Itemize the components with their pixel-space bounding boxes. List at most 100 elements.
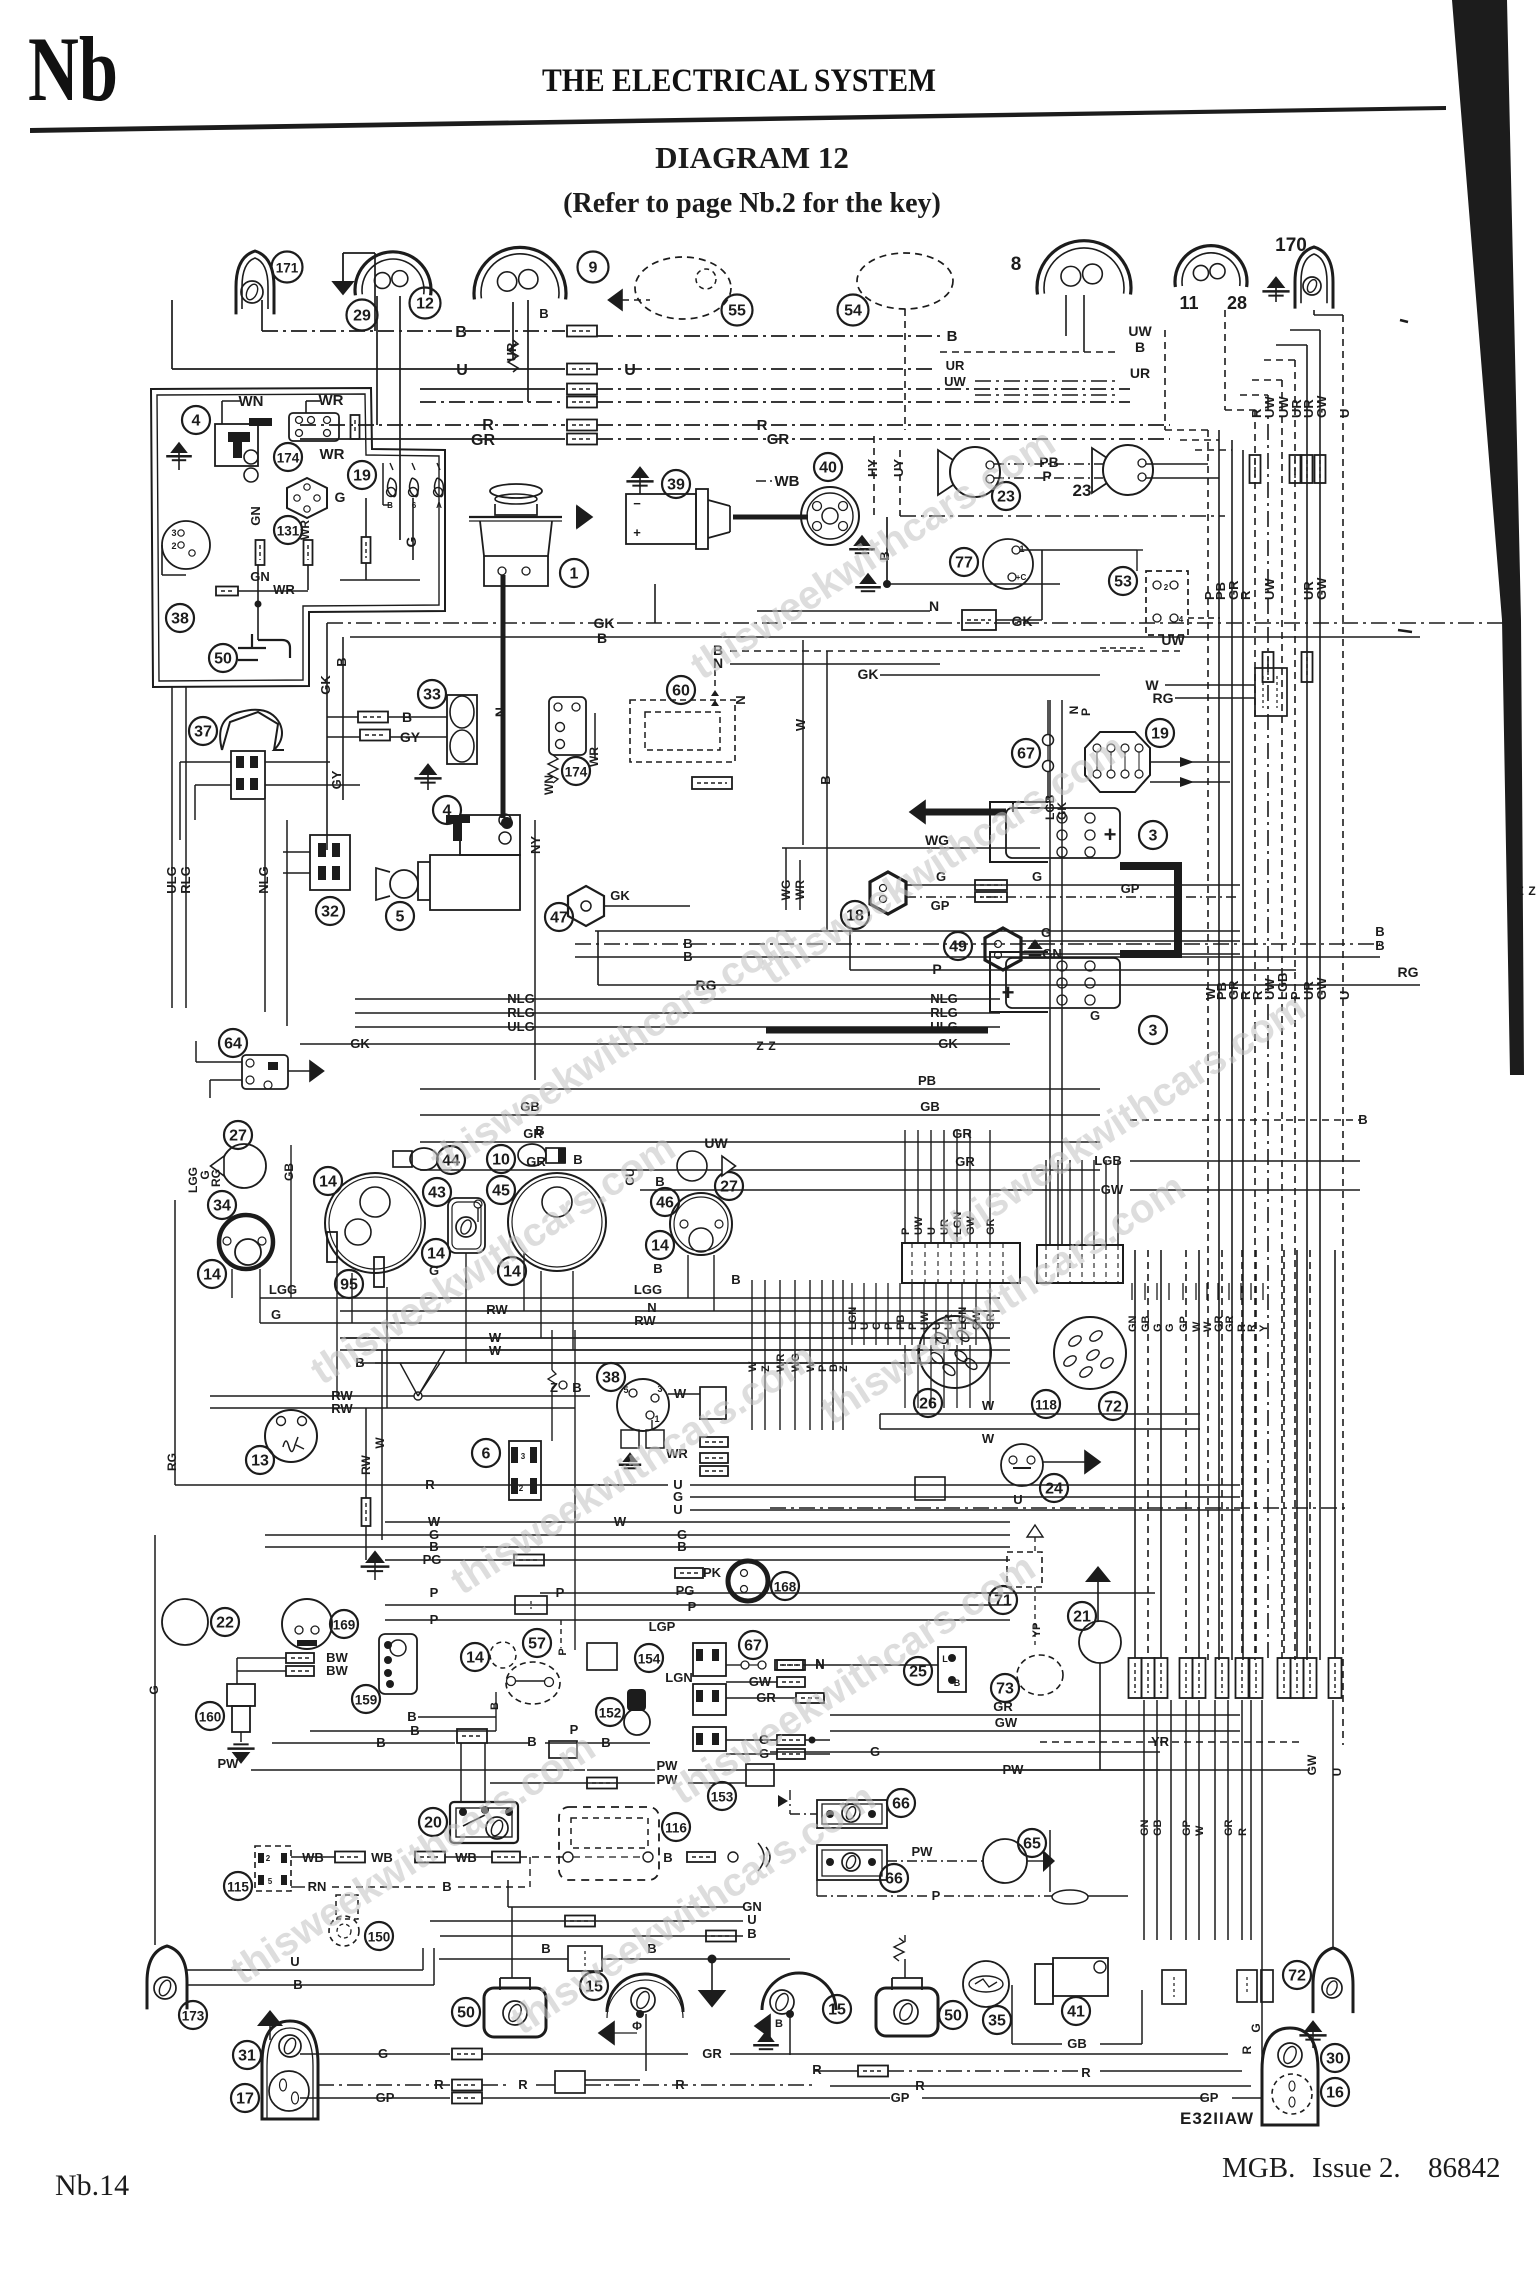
svg-text:THE ELECTRICAL SYSTEM: THE ELECTRICAL SYSTEM [542, 63, 936, 99]
svg-text:UW: UW [913, 1216, 925, 1235]
svg-text:3: 3 [1149, 828, 1158, 845]
svg-text:P: P [1079, 708, 1093, 716]
svg-text:B: B [442, 1879, 451, 1894]
svg-text:Z: Z [768, 1039, 775, 1053]
svg-text:B: B [293, 1977, 302, 1992]
svg-text:WR: WR [273, 582, 295, 597]
svg-text:Y: Y [1258, 1324, 1270, 1332]
svg-text:UR: UR [1289, 399, 1304, 418]
svg-text:U: U [290, 1954, 299, 1969]
svg-text:GR: GR [471, 432, 495, 449]
svg-text:RW: RW [331, 1388, 353, 1403]
svg-text:174: 174 [277, 451, 300, 466]
svg-text:44: 44 [442, 1153, 460, 1170]
svg-text:14: 14 [503, 1264, 521, 1281]
svg-text:B: B [828, 1364, 840, 1372]
svg-text:U: U [673, 1477, 682, 1492]
svg-text:P: P [430, 1585, 439, 1600]
svg-text:WG: WG [790, 1353, 802, 1372]
svg-text:LGG: LGG [269, 1282, 297, 1297]
svg-text:95: 95 [340, 1277, 358, 1294]
svg-text:PG: PG [423, 1552, 442, 1567]
svg-text:U: U [1337, 991, 1352, 1000]
svg-text:B: B [1358, 1112, 1367, 1127]
svg-text:PK: PK [703, 1565, 722, 1580]
svg-text:GR: GR [702, 2046, 722, 2061]
svg-text:170: 170 [1275, 235, 1307, 256]
svg-text:RLG: RLG [507, 1005, 534, 1020]
svg-text:27: 27 [720, 1179, 738, 1196]
svg-text:64: 64 [224, 1036, 242, 1053]
svg-text:GR: GR [993, 1699, 1013, 1714]
svg-text:UW: UW [944, 374, 966, 389]
svg-text:GR: GR [1226, 580, 1241, 600]
svg-text:WG: WG [925, 832, 949, 848]
svg-text:GR: GR [1224, 1315, 1236, 1332]
svg-text:GR: GR [1213, 1315, 1225, 1332]
svg-text:GB: GB [1140, 1315, 1152, 1332]
svg-text:UW: UW [1262, 396, 1277, 418]
svg-text:50: 50 [214, 651, 232, 668]
svg-text:32: 32 [321, 904, 339, 921]
svg-text:R: R [1246, 1324, 1258, 1332]
svg-text:67: 67 [744, 1638, 762, 1655]
svg-text:B: B [731, 1272, 740, 1287]
svg-text:+: + [1002, 980, 1015, 1005]
svg-text:N: N [492, 707, 508, 717]
svg-text:WR: WR [298, 520, 312, 540]
svg-text:UY: UY [891, 459, 906, 477]
svg-text:16: 16 [1326, 2085, 1344, 2102]
svg-text:GW: GW [1314, 577, 1329, 600]
svg-text:U: U [1013, 1492, 1022, 1507]
svg-text:54: 54 [844, 303, 862, 320]
svg-text:P: P [907, 1323, 919, 1330]
svg-text:13: 13 [251, 1453, 269, 1470]
svg-text:50: 50 [457, 2005, 475, 2022]
svg-text:14: 14 [651, 1238, 669, 1255]
svg-text:B: B [954, 1678, 961, 1688]
svg-text:66: 66 [892, 1796, 910, 1813]
svg-text:GK: GK [318, 675, 333, 695]
svg-text:PW: PW [218, 1756, 240, 1771]
svg-text:LGG: LGG [634, 1282, 662, 1297]
svg-text:U: U [1337, 409, 1352, 418]
svg-text:P: P [1202, 591, 1217, 600]
svg-text:26: 26 [919, 1396, 937, 1413]
svg-text:B: B [683, 936, 692, 951]
svg-text:P: P [1288, 991, 1303, 1000]
svg-text:169: 169 [333, 1618, 356, 1633]
svg-text:15: 15 [828, 2002, 846, 2019]
svg-text:UR: UR [1301, 399, 1316, 418]
svg-text:CU: CU [623, 1168, 637, 1185]
svg-text:G: G [429, 1263, 439, 1278]
svg-text:4: 4 [192, 413, 201, 430]
svg-text:P: P [688, 1599, 697, 1614]
svg-text:N: N [815, 1657, 824, 1672]
svg-text:R: R [1250, 990, 1265, 1000]
svg-text:P: P [932, 961, 941, 977]
svg-text:GR: GR [985, 1218, 997, 1235]
svg-text:Z: Z [760, 1365, 772, 1372]
svg-text:B: B [376, 1735, 385, 1750]
svg-text:R: R [675, 2077, 685, 2092]
svg-text:GN: GN [1042, 946, 1062, 961]
svg-text:116: 116 [665, 1821, 687, 1836]
svg-text:LGP: LGP [649, 1619, 676, 1634]
svg-text:23: 23 [1073, 481, 1092, 500]
svg-text:72: 72 [1104, 1399, 1122, 1416]
svg-text:GB: GB [520, 1099, 540, 1114]
svg-text:B: B [683, 949, 692, 964]
svg-text:G: G [1041, 925, 1051, 940]
svg-text:NLG: NLG [256, 866, 271, 893]
svg-text:UW: UW [1161, 632, 1185, 648]
svg-text:U: U [624, 362, 636, 379]
svg-text:G: G [1249, 2023, 1263, 2032]
svg-text:B: B [572, 1380, 581, 1395]
svg-text:53: 53 [1114, 574, 1132, 591]
svg-text:6: 6 [412, 501, 417, 510]
svg-text:C: C [871, 1322, 883, 1330]
svg-text:PW: PW [657, 1758, 679, 1773]
svg-text:UR: UR [504, 342, 519, 361]
svg-text:GK: GK [350, 1036, 370, 1051]
svg-text:W: W [805, 1361, 817, 1372]
